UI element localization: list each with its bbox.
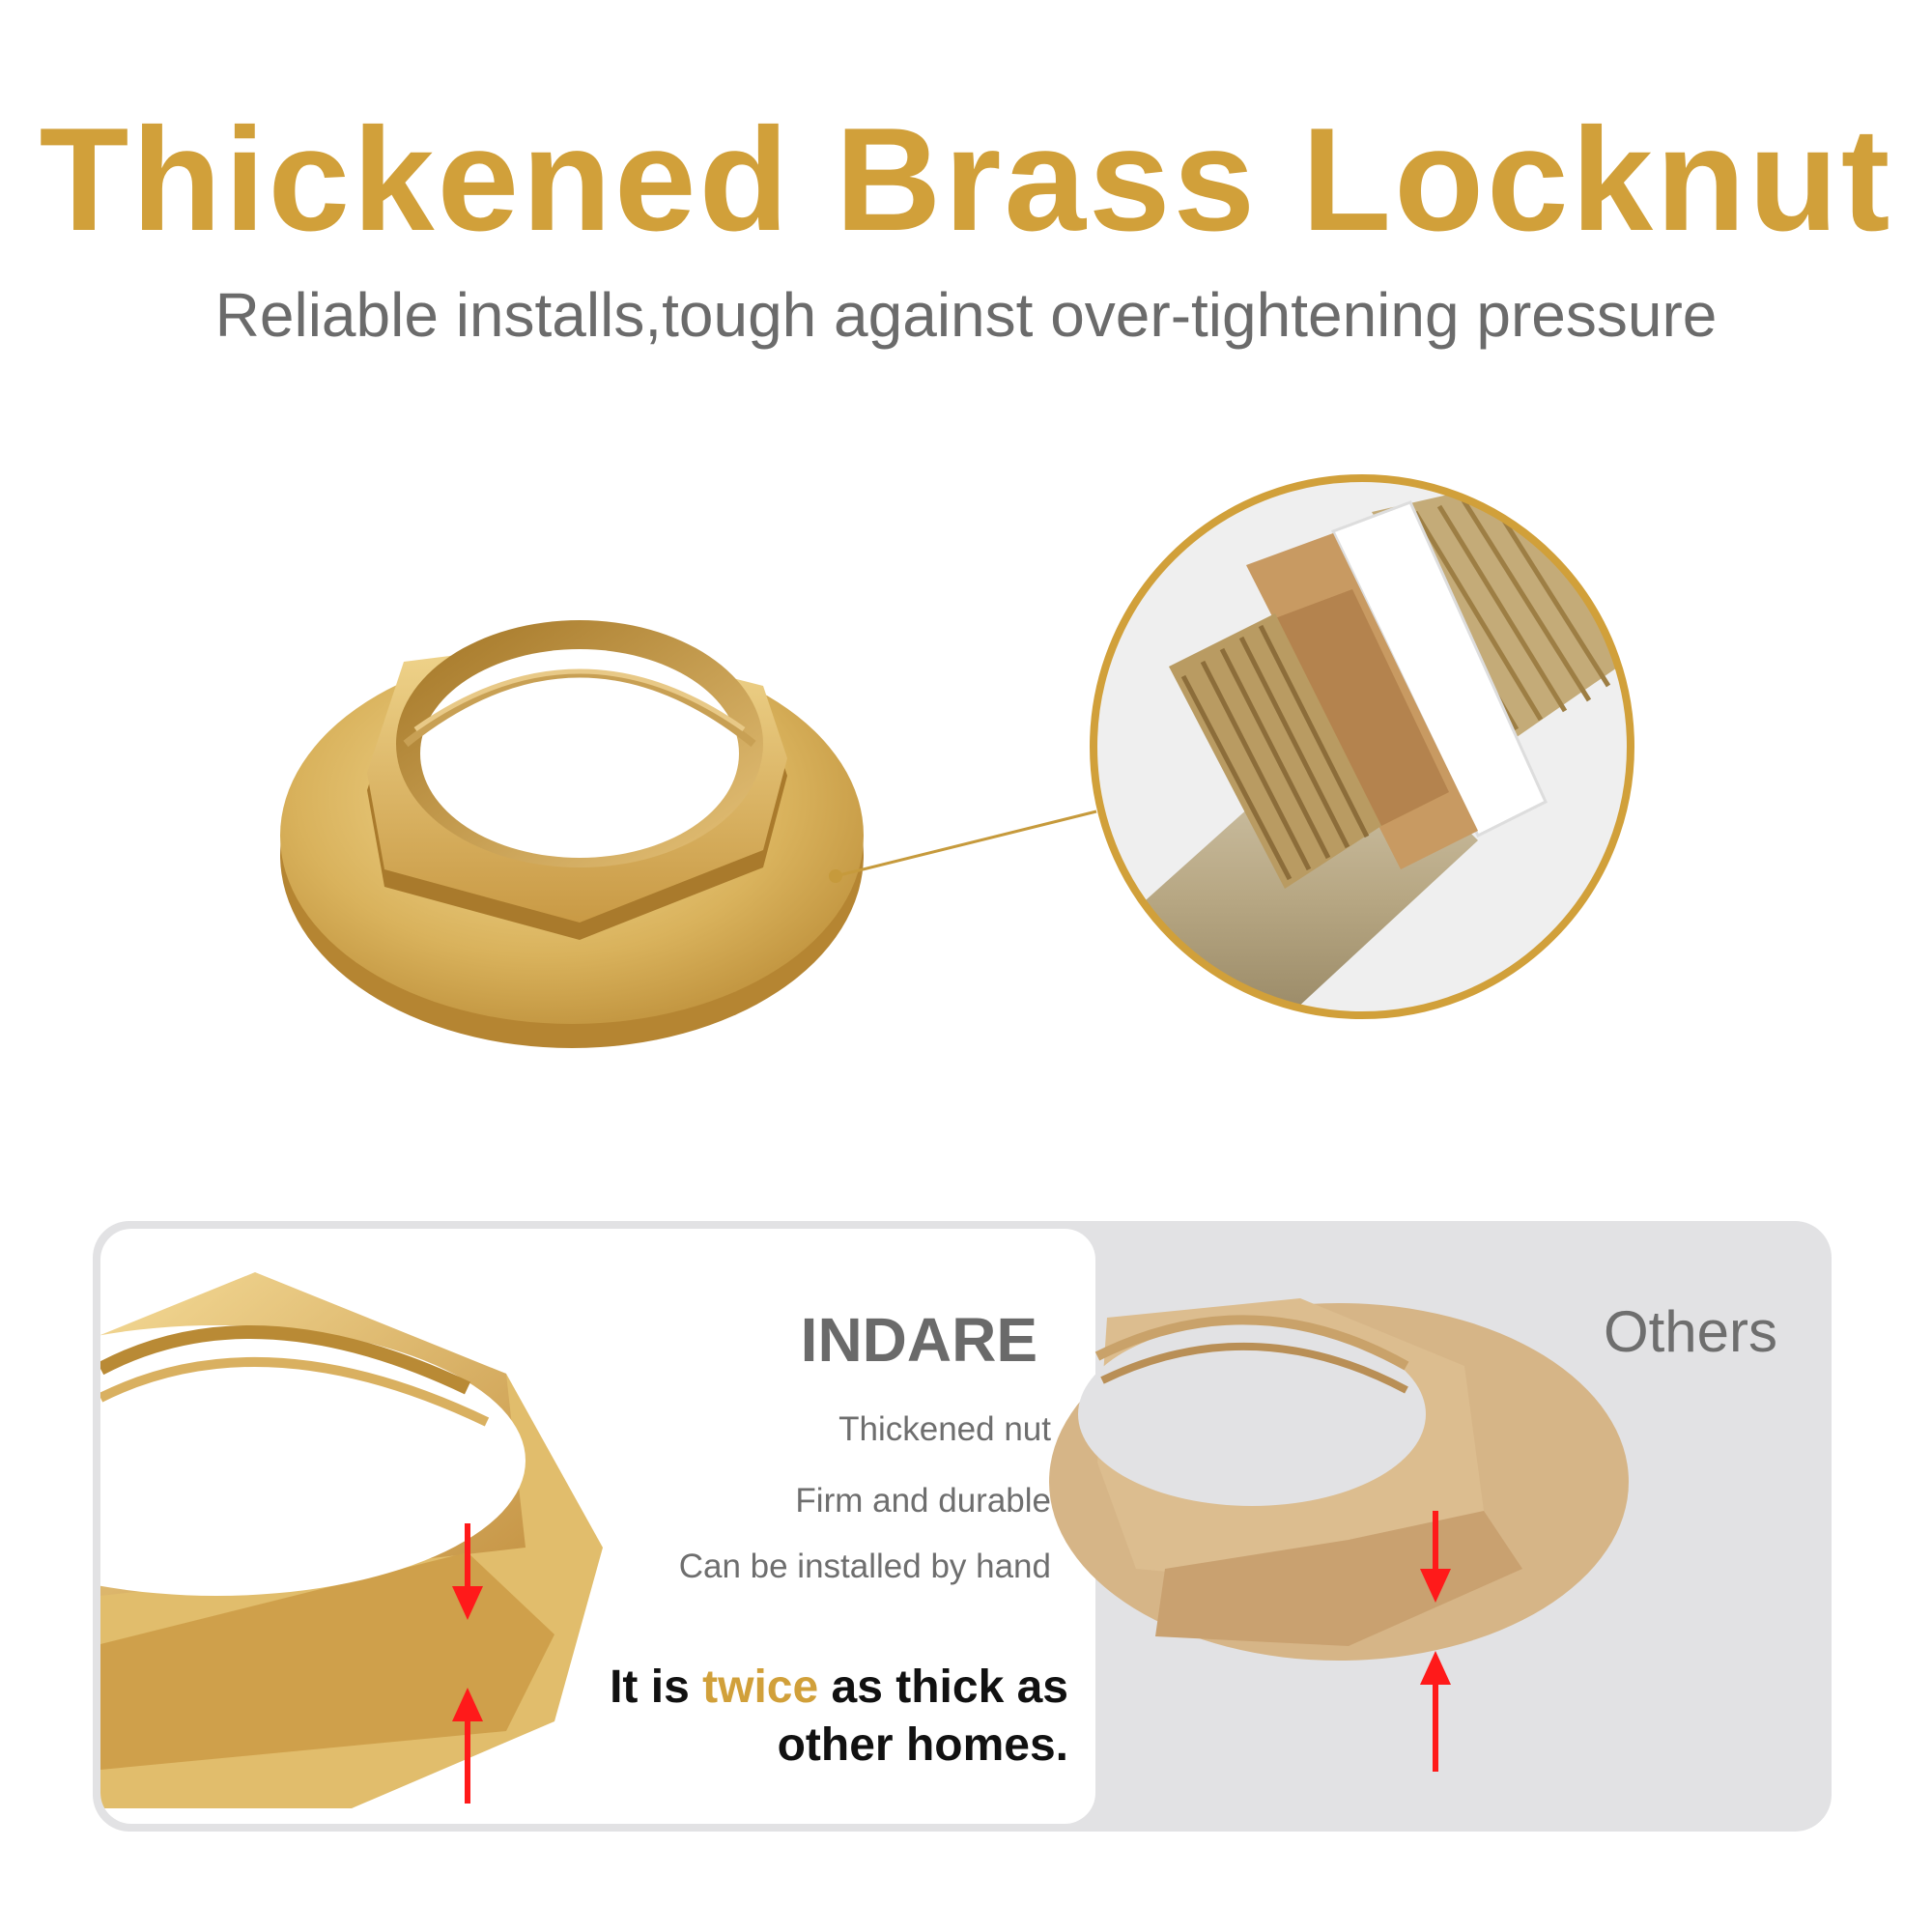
others-arrow-down: [1420, 1511, 1451, 1603]
thickness-arrow-up: [452, 1688, 483, 1804]
connector-line: [835, 810, 1097, 878]
others-arrow-up: [1420, 1651, 1451, 1772]
indare-locknut-closeup: [100, 1272, 603, 1808]
comparison-panel: INDARE Thickened nut Firm and durable Ca…: [93, 1221, 1832, 1832]
brand-label: INDARE: [800, 1305, 1037, 1375]
installed-locknut-zoom-image: [1090, 474, 1634, 1019]
feature-firm-durable: Firm and durable: [795, 1482, 1051, 1520]
hero-illustration: [280, 474, 1634, 1048]
thickness-claim: It is twice as thick as other homes.: [610, 1659, 1068, 1775]
feature-thickened-nut: Thickened nut: [838, 1410, 1051, 1448]
claim-line2: other homes.: [777, 1719, 1068, 1771]
claim-highlight: twice: [702, 1662, 819, 1713]
feature-installed-by-hand: Can be installed by hand: [678, 1548, 1051, 1585]
indare-panel: INDARE Thickened nut Firm and durable Ca…: [100, 1229, 1095, 1824]
page-subtitle: Reliable installs,tough against over-tig…: [214, 280, 1718, 350]
others-label: Others: [1603, 1299, 1777, 1364]
page-title: Thickened Brass Locknut: [39, 98, 1893, 262]
thickness-arrow-down: [452, 1523, 483, 1620]
others-locknut-closeup: [1049, 1298, 1629, 1772]
brass-locknut-image: [280, 620, 864, 1048]
claim-suffix: as thick as: [818, 1662, 1069, 1713]
claim-prefix: It is: [610, 1662, 703, 1713]
